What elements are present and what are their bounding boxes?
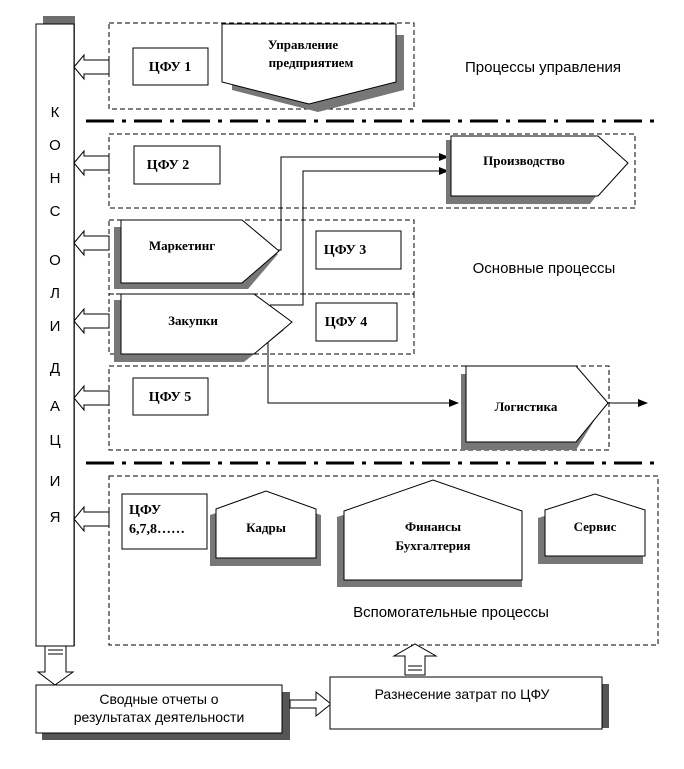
allocation-label: Разнесение затрат по ЦФУ <box>375 686 550 702</box>
consolidation-letter: Д <box>50 360 60 377</box>
left-block-arrow-icon <box>73 229 110 257</box>
cfu-5-label: ЦФУ 5 <box>149 390 192 405</box>
logistics-shape <box>465 365 609 443</box>
consolidation-letters: К О Н С О Л И Д А Ц И Я <box>49 104 61 526</box>
cfu-2-box <box>133 145 221 185</box>
section-label-support: Вспомогательные процессы <box>353 604 549 621</box>
right-block-arrow-icon <box>289 690 332 718</box>
cfu-678-label-line1: ЦФУ <box>129 503 161 518</box>
consolidation-letter: К <box>51 104 60 121</box>
service-label: Сервис <box>574 519 617 534</box>
consolidation-bar <box>35 23 75 647</box>
left-block-arrow-icon <box>73 505 110 533</box>
consolidation-letter: А <box>50 398 60 415</box>
left-block-arrow-icon <box>73 149 110 177</box>
management-label-line1: Управление <box>268 37 339 52</box>
service-shape <box>544 493 646 557</box>
left-block-arrow-icon <box>73 307 110 335</box>
cfu-3-box <box>315 230 402 270</box>
allocation-box <box>329 676 603 730</box>
consolidation-letter: Ц <box>49 432 60 449</box>
purchasing-to-logistics-connector <box>267 340 459 407</box>
hr-label: Кадры <box>246 520 286 535</box>
left-block-arrow-icon <box>73 384 110 412</box>
consolidation-input-arrows <box>73 53 110 533</box>
cfu-1-label: ЦФУ 1 <box>149 60 192 75</box>
purchasing-to-production-connector <box>270 167 449 306</box>
consolidation-letter: Н <box>50 170 61 187</box>
cfu-1-box <box>132 47 209 86</box>
marketing-shape <box>120 219 280 284</box>
logistics-label: Логистика <box>495 399 558 414</box>
logistics-group-box <box>108 365 610 451</box>
cfu-678-box <box>121 493 208 550</box>
purchasing-label: Закупки <box>168 313 218 328</box>
consolidation-letter: Л <box>50 285 60 302</box>
finance-label-line2: Бухгалтерия <box>396 538 471 553</box>
cfu-4-label: ЦФУ 4 <box>325 315 368 330</box>
reports-label-line1: Сводные отчеты о <box>99 691 218 707</box>
cfu-5-box <box>132 377 209 416</box>
cfu-3-label: ЦФУ 3 <box>324 243 367 258</box>
down-block-arrow-icon <box>36 645 75 686</box>
support-group-box <box>108 475 659 646</box>
production-shape <box>450 135 629 197</box>
hr-shape <box>215 490 317 559</box>
management-shape <box>221 23 397 105</box>
reports-box <box>35 684 283 734</box>
consolidation-letter: И <box>50 318 61 335</box>
consolidation-letter: О <box>49 137 61 154</box>
finance-label-line1: Финансы <box>405 519 461 534</box>
production-label: Производство <box>483 153 565 168</box>
reports-label-line2: результатах деятельности <box>74 709 245 725</box>
cfu-4-box <box>315 302 398 342</box>
purchasing-shape <box>120 293 293 355</box>
consolidation-letter: О <box>49 252 61 269</box>
consolidation-letter: С <box>50 203 61 220</box>
cfu-678-label-line2: 6,7,8…… <box>129 522 185 537</box>
cfu-2-label: ЦФУ 2 <box>147 158 190 173</box>
management-label-line2: предприятием <box>269 55 354 70</box>
marketing-label: Маркетинг <box>149 238 215 253</box>
finance-shape <box>343 479 523 581</box>
consolidation-letter: Я <box>50 509 61 526</box>
up-block-arrow-icon <box>392 643 438 676</box>
section-label-core: Основные процессы <box>473 260 616 277</box>
process-connectors <box>267 153 648 407</box>
left-block-arrow-icon <box>73 53 110 81</box>
production-group-box <box>108 133 636 209</box>
section-label-management: Процессы управления <box>465 59 621 76</box>
marketing-to-production-connector <box>278 153 449 251</box>
consolidation-letter: И <box>50 473 61 490</box>
